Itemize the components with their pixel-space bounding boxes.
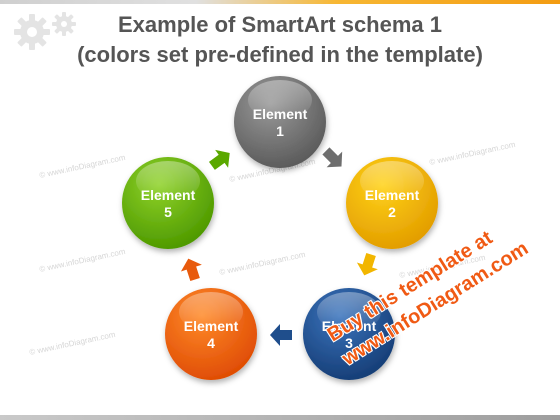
bottom-accent-bar — [0, 415, 560, 420]
cycle-arrows — [180, 147, 378, 346]
node-element-1: Element 1 — [234, 76, 326, 168]
node-1-number: 1 — [276, 123, 284, 139]
node-2-number: 2 — [388, 204, 396, 220]
watermark-4: © www.infoDiagram.com — [39, 247, 127, 274]
node-5-number: 5 — [164, 204, 172, 220]
arrow-2-to-3-icon — [356, 252, 378, 276]
node-2-label: Element — [365, 187, 420, 203]
arrow-3-to-4-icon — [270, 324, 292, 346]
gears-icon — [14, 12, 76, 50]
node-4-number: 4 — [207, 335, 215, 351]
watermark-3: © www.infoDiagram.com — [429, 140, 517, 167]
title-line-1: Example of SmartArt schema 1 — [117, 12, 443, 37]
node-3-label: Element — [322, 318, 377, 334]
title-line-2: (colors set pre-defined in the template) — [77, 42, 483, 67]
arrow-1-to-2-icon — [322, 147, 343, 168]
node-element-5: Element 5 — [122, 157, 214, 249]
arrow-4-to-5-icon — [180, 258, 202, 282]
node-element-3: Element 3 — [303, 288, 395, 380]
node-1-label: Element — [253, 106, 308, 122]
node-element-2: Element 2 — [346, 157, 438, 249]
node-4-label: Element — [184, 318, 239, 334]
top-accent-bar — [0, 0, 560, 4]
node-5-label: Element — [141, 187, 196, 203]
arrow-5-to-1-icon — [208, 149, 230, 170]
watermark-7: © www.infoDiagram.com — [29, 330, 117, 357]
node-element-4: Element 4 — [165, 288, 257, 380]
watermark-5: © www.infoDiagram.com — [219, 250, 307, 277]
node-3-number: 3 — [345, 335, 353, 351]
watermark-1: © www.infoDiagram.com — [39, 153, 127, 180]
slide-title: Example of SmartArt schema 1 (colors set… — [20, 10, 540, 70]
